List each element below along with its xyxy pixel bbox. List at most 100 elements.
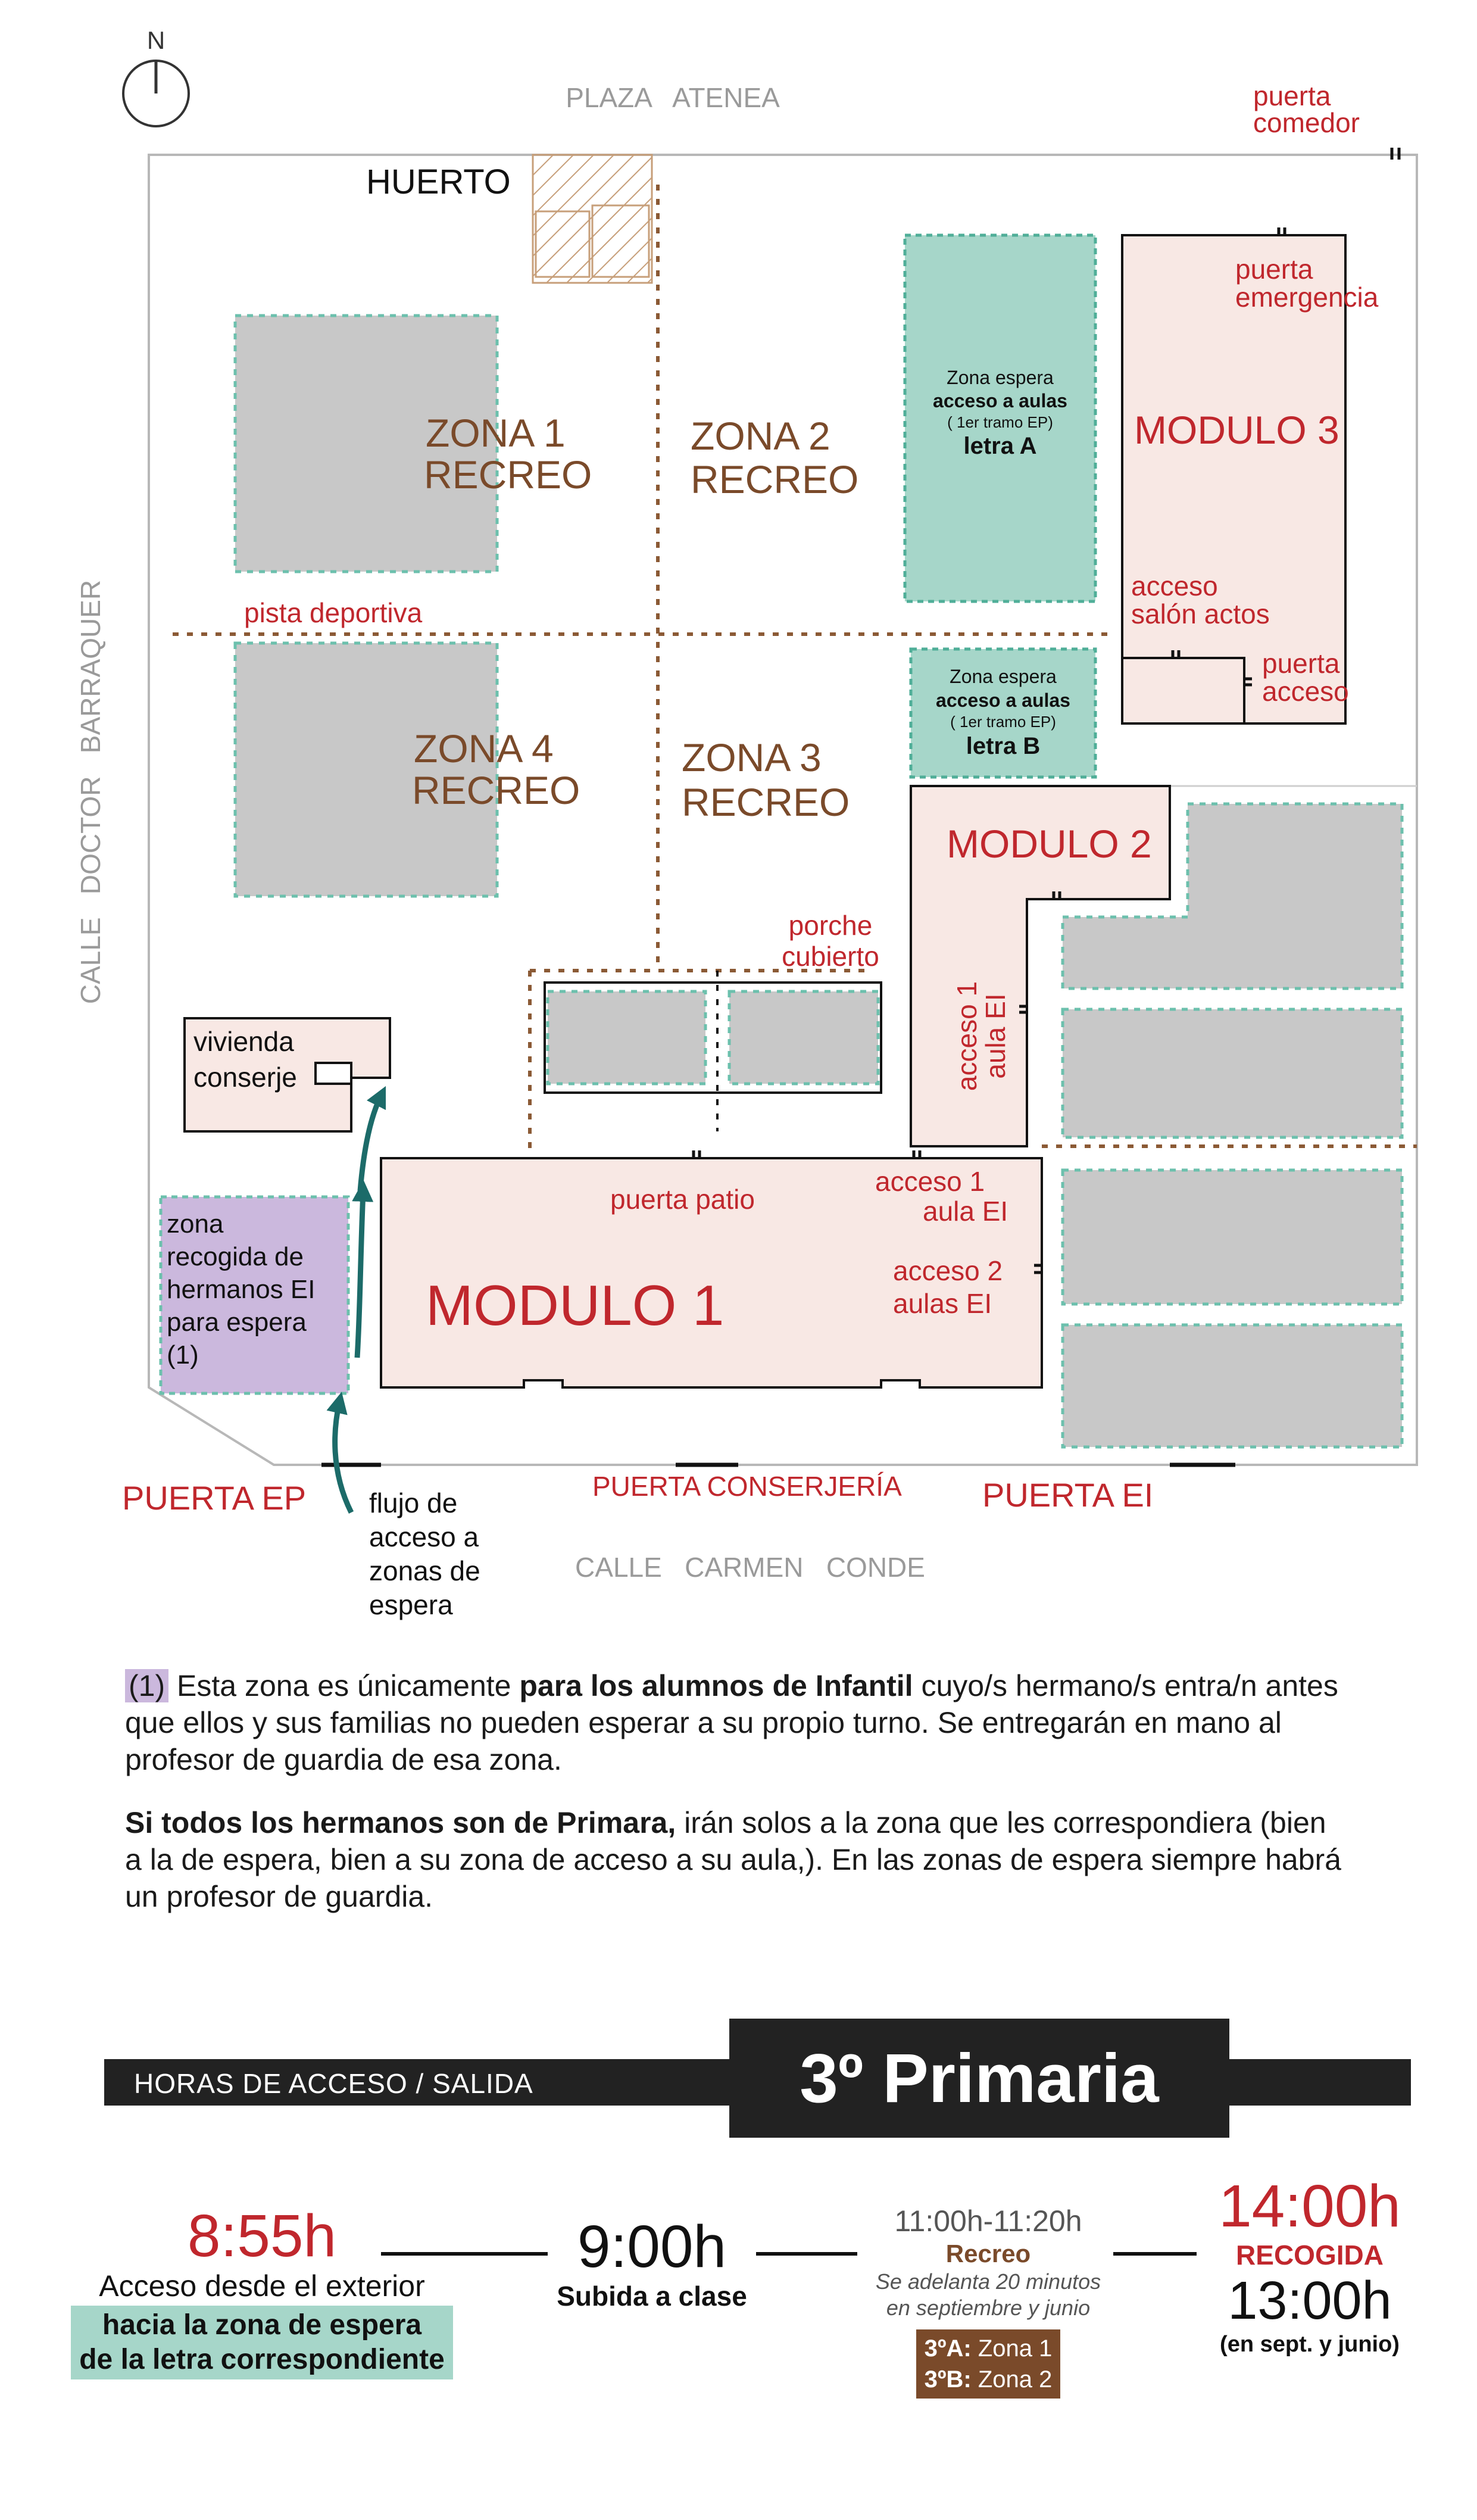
- school-boundary: [148, 154, 1418, 1466]
- door-mark-comedor: [1390, 148, 1401, 160]
- step4-alt-time: 13:00h: [1228, 2271, 1392, 2331]
- step-acceso: 8:55h Acceso desde el exterior hacia la …: [36, 2203, 488, 2379]
- courts: [233, 314, 1404, 1449]
- modulo2-label: MODULO 2: [947, 822, 1152, 866]
- door-emergencia-2: emergencia: [1235, 282, 1379, 313]
- recogida-line3: hermanos EI: [167, 1275, 315, 1304]
- timeline-connector-2: [756, 2252, 857, 2256]
- modulo1-label: MODULO 1: [426, 1274, 724, 1337]
- zona1-label-2: RECREO: [424, 453, 592, 497]
- court-zona4: [233, 641, 499, 898]
- step4-alt-note: (en sept. y junio): [1220, 2332, 1400, 2357]
- wait-a-line3: ( 1er tramo EP): [947, 413, 1053, 431]
- note-tag: (1): [125, 1669, 169, 1702]
- zona4-label-2: RECREO: [412, 768, 580, 812]
- door-ei-label: PUERTA EI: [982, 1476, 1153, 1514]
- salon-label-2: salón actos: [1131, 598, 1270, 629]
- step1-label: Acceso desde el exterior: [99, 2269, 425, 2303]
- street-north: PLAZA ATENEA: [566, 82, 780, 113]
- zone-b-val: Zona 2: [971, 2366, 1053, 2393]
- court-east-2: [1061, 1008, 1404, 1139]
- modulo-2: MODULO 2 acceso 1 aula EI: [910, 785, 1171, 1147]
- note-infantil: (1) Esta zona es únicamente para los alu…: [125, 1667, 1345, 1778]
- door-acceso-1: puerta: [1262, 648, 1340, 679]
- zona1-label-1: ZONA 1: [426, 411, 566, 455]
- step4-label: RECOGIDA: [1236, 2240, 1384, 2271]
- recogida-line2: recogida de: [167, 1242, 304, 1271]
- wait-b-line2: acceso a aulas: [936, 690, 1070, 711]
- step3-note-2: en septiembre y junio: [886, 2296, 1091, 2320]
- step-recreo: 11:00h-11:20h Recreo Se adelanta 20 minu…: [830, 2203, 1146, 2399]
- wait-b-letter: letra B: [966, 733, 1041, 759]
- recogida-line4: para espera: [167, 1308, 307, 1337]
- step1-time: 8:55h: [187, 2203, 337, 2269]
- door-marks-m2: [1019, 891, 1061, 1014]
- step3-note-1: Se adelanta 20 minutos: [875, 2269, 1101, 2294]
- recogida-line5: (1): [167, 1340, 199, 1370]
- wait-a-line1: Zona espera: [947, 367, 1054, 388]
- compass: N: [122, 26, 190, 127]
- wait-b-line3: ( 1er tramo EP): [950, 713, 1056, 731]
- zona-recogida: zona recogida de hermanos EI para espera…: [159, 1195, 350, 1395]
- door-marks-m3: [1171, 227, 1286, 687]
- zone-a-key: 3ºA:: [924, 2335, 972, 2362]
- door-acceso-2: acceso: [1262, 676, 1349, 707]
- step3-label: Recreo: [945, 2240, 1031, 2268]
- huerto-label: HUERTO: [366, 163, 511, 201]
- grade-title: 3º Primaria: [729, 2019, 1229, 2138]
- porch-court-right: [727, 990, 880, 1086]
- aulas2-ei-2: aulas EI: [893, 1288, 992, 1319]
- step-subida: 9:00h Subida a clase: [533, 2214, 771, 2313]
- door-conserjeria-label: PUERTA CONSERJERÍA: [592, 1471, 902, 1502]
- zona2-label-1: ZONA 2: [691, 414, 830, 458]
- aula-ei-vertical-2: aula EI: [980, 993, 1011, 1078]
- note-p1-b: para los alumnos de Infantil: [519, 1669, 913, 1702]
- waiting-zone-a: Zona espera acceso a aulas ( 1er tramo E…: [903, 233, 1097, 603]
- step-recogida: 14:00h RECOGIDA 13:00h (en sept. y junio…: [1185, 2173, 1435, 2358]
- note-primaria: Si todos los hermanos son de Primara, ir…: [125, 1804, 1345, 1915]
- step3-zone-b: 3ºB: Zona 2: [925, 2364, 1053, 2395]
- flow-label-4: espera: [369, 1589, 453, 1620]
- flow-label-3: zonas de: [369, 1555, 480, 1586]
- step4-time: 14:00h: [1219, 2173, 1401, 2240]
- door-patio-label: puerta patio: [610, 1184, 755, 1215]
- wait-a-line2: acceso a aulas: [933, 390, 1067, 411]
- pista-label: pista deportiva: [244, 597, 423, 628]
- door-comedor-1: puerta: [1253, 80, 1331, 111]
- zone-dividers: [173, 185, 1417, 1155]
- wait-a-letter: letra A: [963, 433, 1036, 459]
- note-p2-b: Si todos los hermanos son de Primara,: [125, 1806, 676, 1839]
- step2-label: Subida a clase: [557, 2281, 747, 2312]
- waiting-zone-b: Zona espera acceso a aulas ( 1er tramo E…: [909, 647, 1097, 779]
- compass-label: N: [147, 26, 165, 54]
- step1-highlight: hacia la zona de espera de la letra corr…: [71, 2306, 453, 2379]
- modulo3-label: MODULO 3: [1134, 408, 1339, 452]
- modulo-1: MODULO 1 puerta patio acceso 1 aula EI a…: [380, 1150, 1043, 1389]
- porch-frame: [544, 981, 882, 1094]
- step2-time: 9:00h: [577, 2213, 727, 2280]
- aula1-ei-2: aula EI: [923, 1196, 1008, 1227]
- porch-label-1: porche: [789, 910, 873, 941]
- flow-label-2: acceso a: [369, 1521, 479, 1552]
- vivienda-label-1: vivienda: [193, 1026, 294, 1057]
- door-ep-label: PUERTA EP: [122, 1479, 306, 1517]
- note-p2-c: irán solos a la zona que les correspondi…: [125, 1806, 1341, 1913]
- step3-time: 11:00h-11:20h: [894, 2204, 1082, 2238]
- court-east-1: [1061, 802, 1404, 990]
- step3-zone-a: 3ºA: Zona 1: [925, 2333, 1053, 2364]
- door-comedor-2: comedor: [1253, 107, 1360, 138]
- salon-label-1: acceso: [1131, 570, 1218, 601]
- zona4-label-1: ZONA 4: [414, 726, 554, 771]
- zone-b-key: 3ºB:: [924, 2366, 972, 2393]
- wait-b-line1: Zona espera: [950, 666, 1057, 687]
- huerto: HUERTO: [366, 154, 653, 284]
- vivienda-label-2: conserje: [193, 1062, 297, 1093]
- school-map: N PLAZA ATENEA CALLE CARMEN CONDE CALLE …: [75, 26, 1418, 1620]
- timeline-connector-1: [381, 2252, 548, 2256]
- court-east-3: [1061, 1168, 1404, 1306]
- step3-zones: 3ºA: Zona 1 3ºB: Zona 2: [916, 2329, 1061, 2399]
- schedule-header: HORAS DE ACCESO / SALIDA: [134, 2068, 533, 2099]
- flow-arrow-1: [326, 1392, 354, 1514]
- street-west: CALLE DOCTOR BARRAQUER: [75, 580, 106, 1004]
- court-zona1: [233, 314, 499, 573]
